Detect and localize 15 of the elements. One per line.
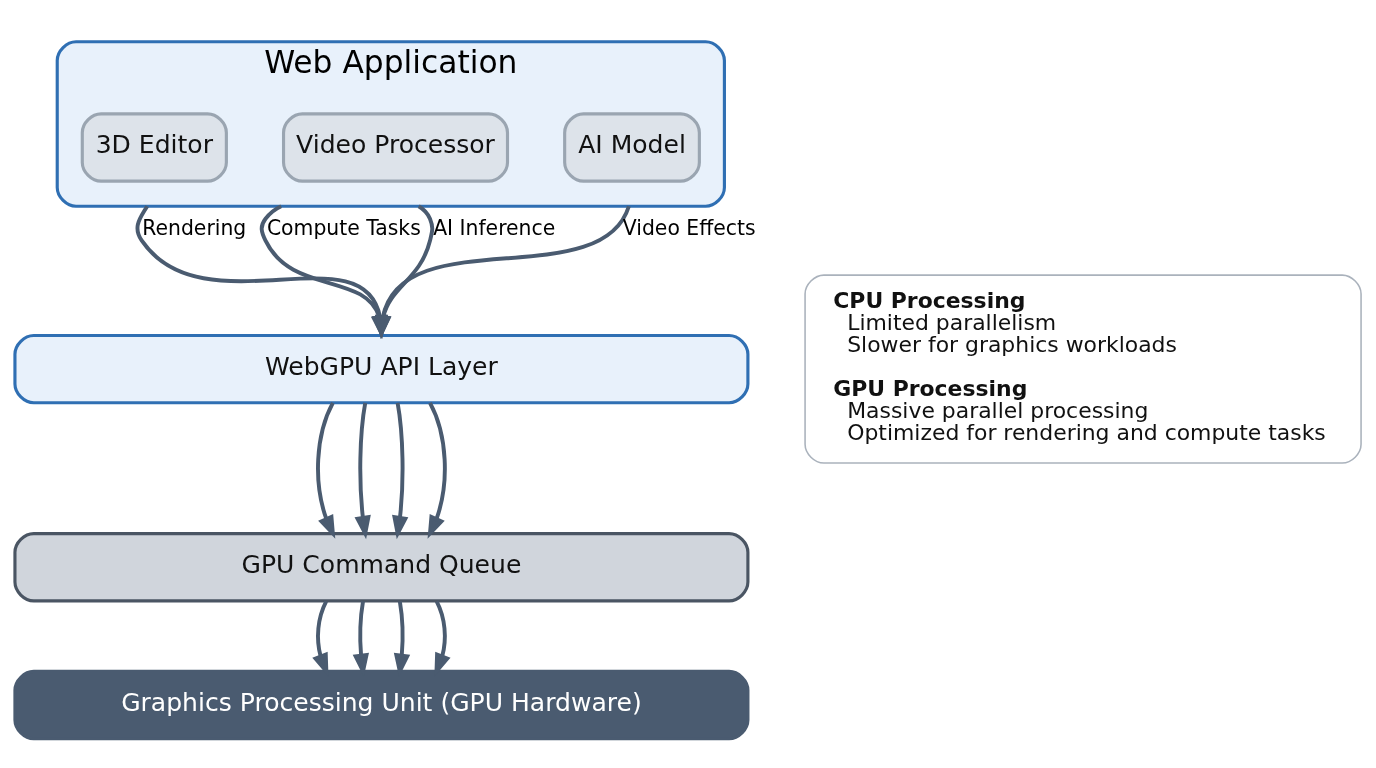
node-box: Graphics Processing Unit (GPU Hardware) [13, 669, 750, 741]
node-box: GPU Command Queue [13, 532, 750, 603]
arrow [354, 402, 371, 540]
node-box: 3D Editor [80, 112, 228, 183]
edge-label: Rendering [142, 216, 247, 241]
edge-label: Video Effects [622, 216, 756, 241]
node-box: WebGPU API Layer [13, 333, 750, 405]
edge-label: Compute Tasks [266, 216, 421, 241]
node-box: Video Processor [281, 112, 510, 183]
arrow [392, 402, 409, 540]
node-box: AI Model [563, 112, 701, 183]
arrow [316, 402, 336, 539]
arrow [427, 402, 447, 539]
edge-label: AI Inference [433, 216, 556, 241]
node-box: CPU Processing Limited parallelism Slower for graphics workloads GPU Processing Massive parallel processing Optimized for rendering and compute tasks [804, 274, 1362, 464]
